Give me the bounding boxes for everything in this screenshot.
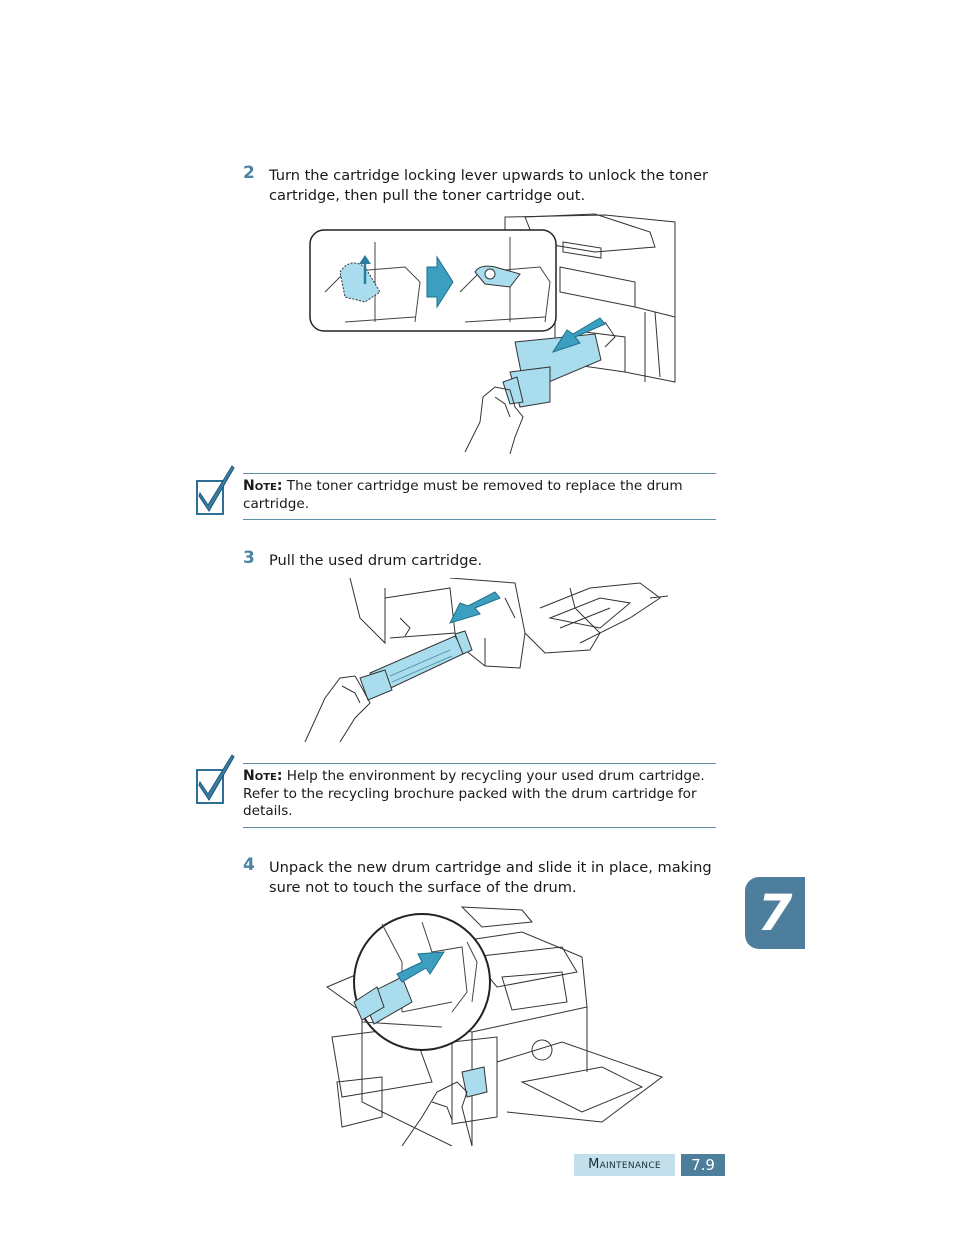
drum-install-illustration (325, 906, 664, 1146)
drum-removal-illustration (304, 578, 669, 742)
note-label: Note: (243, 768, 283, 784)
note-label: Note: (243, 478, 283, 494)
note-toner: Note: The toner cartridge must be remove… (243, 473, 716, 520)
note-text: Help the environment by recycling your u… (243, 768, 705, 819)
note-check-icon (196, 754, 235, 804)
note-recycling: Note: Help the environment by recycling … (243, 763, 716, 828)
step-number: 2 (243, 163, 255, 183)
step-text: Turn the cartridge locking lever upwards… (269, 167, 709, 204)
footer-section-label: Maintenance (574, 1154, 675, 1176)
note-check-icon (196, 465, 235, 515)
step-number: 3 (243, 548, 255, 568)
toner-removal-illustration (309, 213, 676, 454)
note-text: The toner cartridge must be removed to r… (243, 478, 683, 512)
step-text: Pull the used drum cartridge. (269, 552, 483, 569)
chapter-tab: 7 (745, 877, 805, 949)
step-text: Unpack the new drum cartridge and slide … (269, 859, 712, 896)
step-number: 4 (243, 855, 255, 875)
footer-page-number: 7.9 (681, 1154, 725, 1176)
